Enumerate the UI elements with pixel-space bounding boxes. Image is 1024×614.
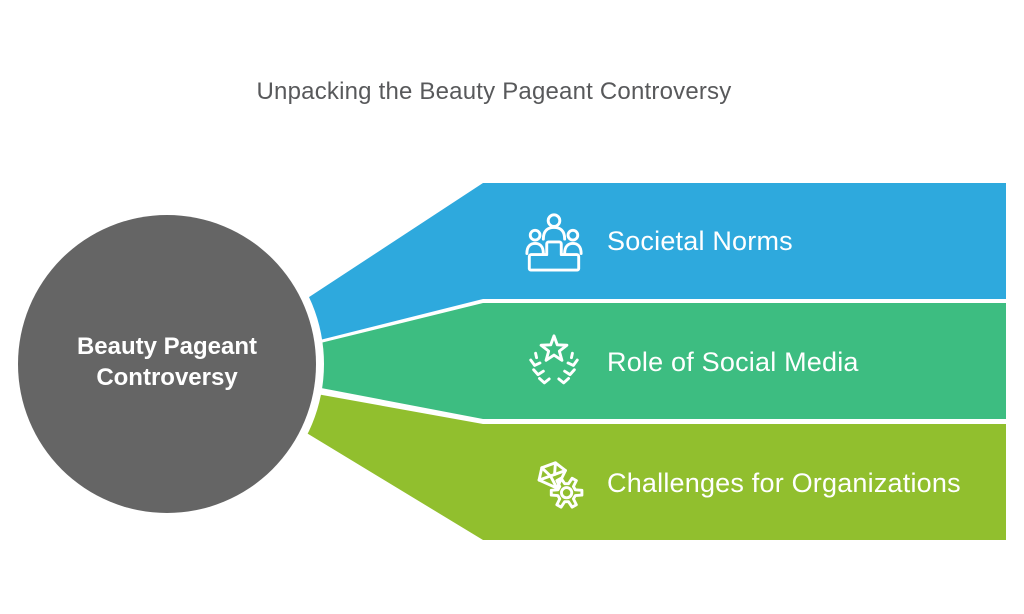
hub-circle (18, 215, 316, 513)
item-label: Societal Norms (607, 225, 793, 256)
item-label: Role of Social Media (607, 346, 859, 377)
hub-label-line2: Controversy (96, 364, 238, 391)
gem-outline (537, 461, 567, 490)
list-item-role-of-social-media: Role of Social Media (523, 330, 859, 394)
hub-label: Beauty Pageant Controversy (47, 331, 287, 393)
ribbon-role-of-social-media (300, 303, 1006, 419)
star-laurel-icon (529, 334, 579, 385)
hub-label-line1: Beauty Pageant (76, 333, 258, 360)
list-item-societal-norms: Societal Norms (523, 209, 793, 273)
gem-gear-icon (537, 461, 584, 509)
laurel-left-branch (529, 351, 551, 385)
item-label: Challenges for Organizations (607, 467, 961, 498)
list-item-challenges-for-organizations: Challenges for Organizations (523, 451, 961, 515)
laurel-right-branch (557, 351, 579, 385)
podium-people-icon (525, 213, 583, 272)
page-title: Unpacking the Beauty Pageant Controversy (256, 78, 732, 105)
gear-outline (549, 476, 584, 509)
ribbon-societal-norms (300, 183, 1006, 345)
ribbon-challenges-for-organizations (300, 391, 1006, 540)
